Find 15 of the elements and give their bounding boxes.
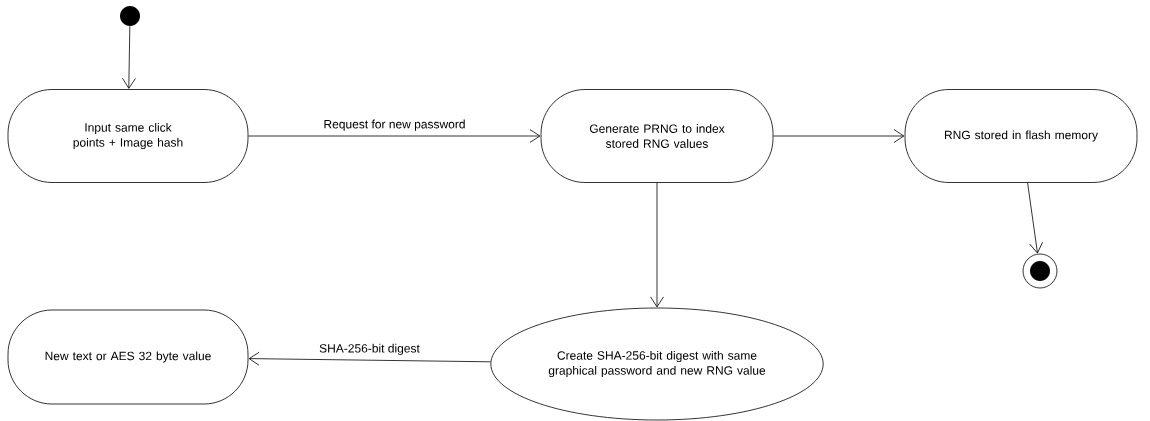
arrow: [248, 351, 491, 366]
arrow: [773, 129, 905, 143]
initial-state-circle: [120, 6, 140, 26]
arrow: [650, 182, 664, 308]
arrow: [1027, 182, 1043, 254]
activity-box: RNG stored in flash memory: [904, 89, 1138, 183]
activity-box: Input same click points + Image hash: [7, 89, 249, 183]
arrow: [122, 25, 136, 89]
edge-label: Request for new password: [324, 119, 465, 131]
activity-box: Generate PRNG to index stored RNG values: [540, 89, 774, 183]
edge-label: SHA-256-bit digest: [319, 343, 420, 355]
activity-box: Create SHA-256-bit digest with same graphical password and new RNG value: [490, 307, 824, 421]
activity-box: New text or AES 32 byte value: [7, 309, 249, 405]
final-state-circle: [1022, 253, 1058, 289]
arrow: [248, 129, 541, 143]
